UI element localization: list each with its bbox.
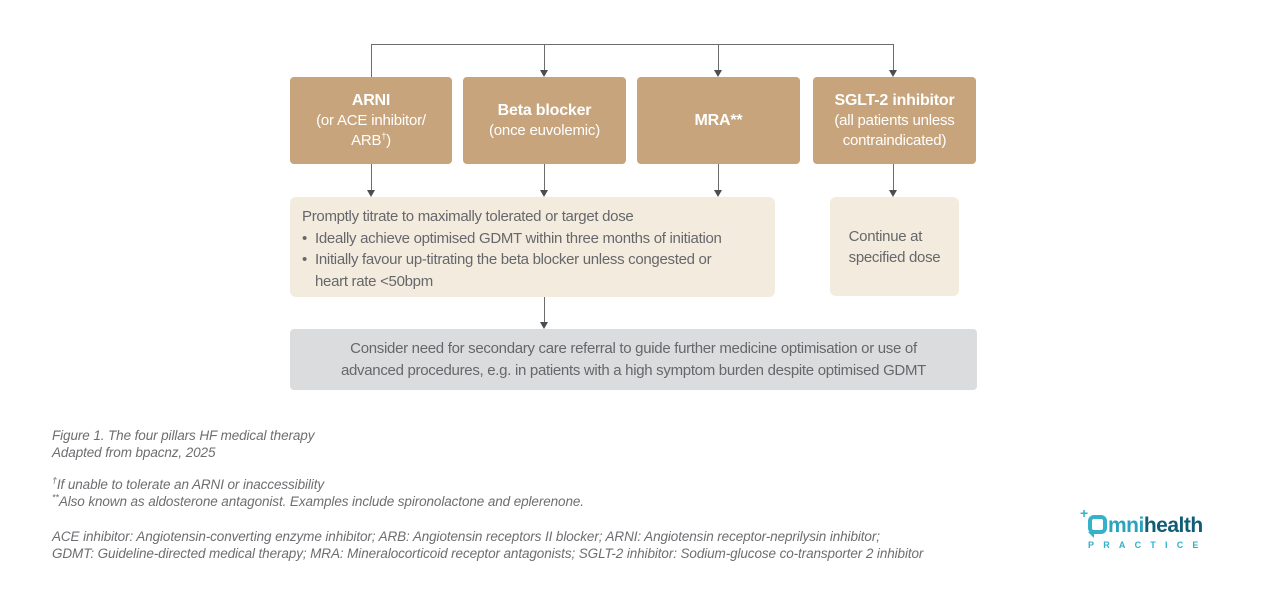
referral-panel: Consider need for secondary care referra… [290,329,977,390]
pillar-subtitle-line1: (or ACE inhibitor/ [316,111,426,129]
continue-line1: Continue at [848,227,923,245]
titration-bullet-1: • Ideally achieve optimised GDMT within … [302,228,769,250]
pillar-title: ARNI [351,91,391,109]
connector-arni-drop [371,44,372,77]
down-arrow-referral [540,297,549,329]
abbreviations-line2: GDMT: Guideline-directed medical therapy… [52,546,924,561]
connector-top-line [371,44,894,45]
arrow-shaft [718,164,719,190]
footnotes-block: †If unable to tolerate an ARNI or inacce… [52,476,584,510]
arrow-head [540,190,548,197]
pillar-title: MRA** [694,111,743,129]
dagger-superscript: † [52,475,57,486]
pillar-subtitle: (or ACE inhibitor/ARB†) [316,111,426,151]
bullet-icon: • [302,229,307,247]
down-arrow-beta-titrate [540,164,549,197]
pillar-box-sglt2: SGLT-2 inhibitor (all patients unless con… [813,77,976,164]
continue-text: Continue at specified dose [849,226,941,268]
arrow-shaft [544,164,545,190]
referral-text: Consider need for secondary care referra… [341,338,926,381]
footnote-dagger-text: If unable to tolerate an ARNI or inacces… [56,477,324,492]
pillar-box-beta-blocker: Beta blocker (once euvolemic) [463,77,626,164]
pillar-box-mra: MRA** [637,77,800,164]
bullet-text: Initially favour up-titrating the beta b… [315,249,712,292]
pillar-subtitle: (once euvolemic) [488,121,600,139]
down-arrow-mra [714,44,723,77]
arrow-shaft [893,164,894,190]
arrow-shaft [718,44,719,70]
speech-bubble-o-icon [1088,515,1107,538]
abbreviations-line1: ACE inhibitor: Angiotensin-converting en… [52,529,880,544]
figure-caption-source: Adapted from bpacnz, 2025 [52,445,216,460]
omnihealth-logo-mark: + [1080,506,1107,538]
arrow-head [714,70,722,77]
abbreviations-block: ACE inhibitor: Angiotensin-converting en… [52,528,923,562]
pillar-box-arni: ARNI (or ACE inhibitor/ARB†) [290,77,452,164]
logo-tagline: PRACTICE [1088,540,1208,550]
pillar-subtitle-line2: ARB [351,131,382,149]
logo-word-bold: health [1143,514,1203,537]
figure-caption-title: Figure 1. The four pillars HF medical th… [52,428,315,443]
down-arrow-sglt2 [889,44,898,77]
continue-line2: specified dose [848,248,941,266]
down-arrow-mra-titrate [714,164,723,197]
referral-line2: advanced procedures, e.g. in patients wi… [340,361,927,379]
arrow-head [540,322,548,329]
arrow-shaft [371,164,372,190]
pillar-subtitle-line1: (all patients unless [834,111,955,129]
arrow-head [714,190,722,197]
bullet-text-line2: heart rate <50bpm [315,272,433,290]
pillar-title: SGLT-2 inhibitor [834,91,955,109]
asterisks-superscript: ** [52,492,59,503]
arrow-head [367,190,375,197]
dagger-superscript: † [381,130,387,141]
plus-icon: + [1080,505,1089,521]
arrow-shaft [544,44,545,70]
down-arrow-arni-titrate [367,164,376,197]
bullet-text-line1: Initially favour up-titrating the beta b… [315,251,712,268]
arrow-head [889,70,897,77]
referral-line1: Consider need for secondary care referra… [350,340,917,357]
footnote-dagger: †If unable to tolerate an ARNI or inacce… [52,476,584,493]
arrow-head [889,190,897,197]
figure-caption: Figure 1. The four pillars HF medical th… [52,427,314,461]
pillar-title: Beta blocker [497,101,592,119]
logo-word-light: mni [1108,514,1144,537]
bullet-icon: • [302,251,307,268]
footnote-asterisks: **Also known as aldosterone antagonist. … [52,493,584,510]
bullet-text: Ideally achieve optimised GDMT within th… [315,229,722,247]
pillar-subtitle-line2: contraindicated) [842,131,947,149]
titration-intro: Promptly titrate to maximally tolerated … [302,208,634,225]
down-arrow-sglt2-continue [889,164,898,197]
pillar-subtitle-line2-close: ) [386,131,391,149]
arrow-shaft [544,297,545,322]
arrow-shaft [893,44,894,70]
down-arrow-beta-blocker [540,44,549,77]
titration-panel: Promptly titrate to maximally tolerated … [290,197,775,297]
footnote-asterisks-text: Also known as aldosterone antagonist. Ex… [58,494,584,509]
continue-panel: Continue at specified dose [830,197,959,296]
pillar-subtitle: (all patients unless contraindicated) [834,111,954,151]
titration-bullet-2: • Initially favour up-titrating the beta… [302,249,769,292]
arrow-head [540,70,548,77]
